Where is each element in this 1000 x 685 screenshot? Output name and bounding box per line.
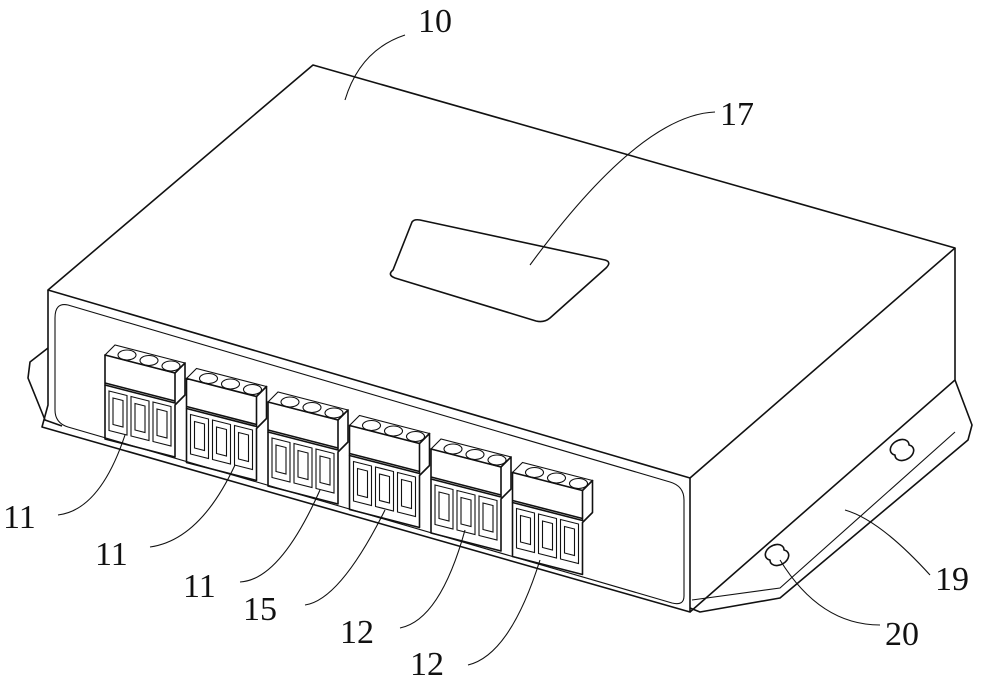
wire-slot bbox=[376, 467, 394, 511]
screw-hole-icon bbox=[488, 455, 506, 465]
screw-hole-icon bbox=[363, 421, 381, 431]
wire-slot bbox=[398, 473, 416, 517]
terminal-block bbox=[513, 463, 593, 575]
wire-slot bbox=[131, 397, 149, 441]
wire-slot bbox=[191, 415, 209, 459]
label-10: 10 bbox=[418, 3, 452, 40]
housing bbox=[42, 65, 955, 612]
screw-hole-icon bbox=[325, 408, 343, 418]
screw-hole-icon bbox=[548, 473, 566, 483]
screw-hole-icon bbox=[140, 356, 158, 366]
terminal-block bbox=[268, 392, 348, 504]
wire-slot bbox=[213, 420, 231, 464]
screw-hole-icon bbox=[200, 374, 218, 384]
wire-slot bbox=[354, 462, 372, 506]
screw-hole-icon bbox=[466, 450, 484, 460]
screw-hole-icon bbox=[303, 403, 321, 413]
screw-hole-icon bbox=[407, 432, 425, 442]
label-12-b: 12 bbox=[410, 646, 444, 683]
wire-slot bbox=[517, 509, 535, 553]
screw-hole-icon bbox=[281, 397, 299, 407]
wire-slot bbox=[109, 391, 127, 435]
screw-hole-icon bbox=[570, 479, 588, 489]
label-11-c: 11 bbox=[183, 568, 216, 605]
wire-slot bbox=[294, 444, 312, 488]
label-19: 19 bbox=[935, 561, 969, 598]
terminal-block bbox=[350, 416, 430, 528]
wire-slot bbox=[539, 514, 557, 558]
terminal-block bbox=[431, 439, 511, 551]
label-17: 17 bbox=[720, 96, 754, 133]
wire-slot bbox=[561, 520, 579, 564]
wire-slot bbox=[316, 449, 334, 493]
nameplate bbox=[390, 220, 608, 322]
wire-slot bbox=[457, 491, 475, 535]
label-15: 15 bbox=[243, 591, 277, 628]
screw-hole-icon bbox=[526, 468, 544, 478]
wire-slot bbox=[272, 438, 290, 482]
screw-hole-icon bbox=[162, 361, 180, 371]
screw-hole-icon bbox=[244, 385, 262, 395]
label-11-a: 11 bbox=[3, 499, 36, 536]
terminal-block bbox=[105, 345, 185, 457]
wire-slot bbox=[479, 496, 497, 540]
wire-slot bbox=[153, 402, 171, 446]
screw-hole-icon bbox=[444, 444, 462, 454]
label-11-b: 11 bbox=[95, 536, 128, 573]
label-12-a: 12 bbox=[340, 614, 374, 651]
mount-hole-icon bbox=[765, 439, 913, 565]
screw-hole-icon bbox=[385, 426, 403, 436]
mounting-flange bbox=[28, 348, 972, 612]
terminal-block-row bbox=[105, 345, 593, 575]
label-20: 20 bbox=[885, 616, 919, 653]
reference-numerals: 10 17 11 11 11 15 12 12 19 20 bbox=[3, 3, 969, 683]
wire-slot bbox=[235, 426, 253, 470]
screw-hole-icon bbox=[222, 379, 240, 389]
wire-slot bbox=[435, 485, 453, 529]
screw-hole-icon bbox=[118, 350, 136, 360]
terminal-block bbox=[187, 369, 267, 481]
